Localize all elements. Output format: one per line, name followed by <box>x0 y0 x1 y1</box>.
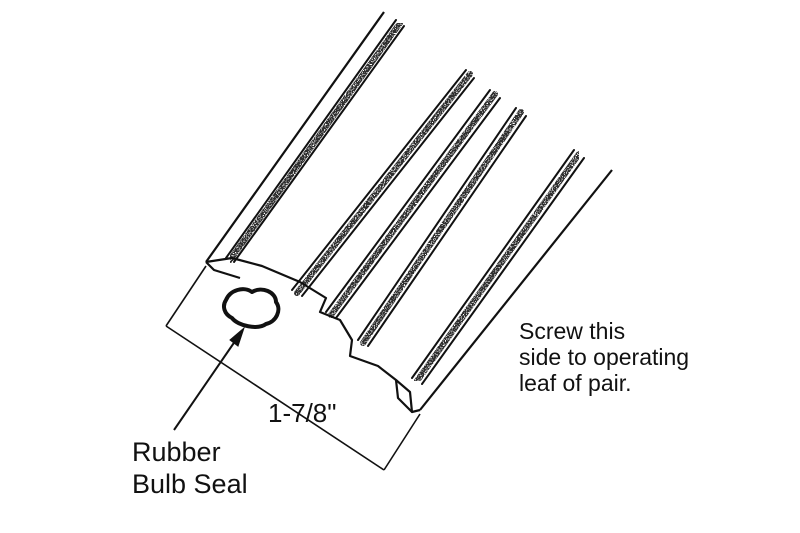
screw-note: Screw this side to operating leaf of pai… <box>519 318 689 396</box>
rubber-bulb-seal <box>222 287 281 329</box>
threshold-body <box>205 11 613 414</box>
seal-callout-line-1: Rubber <box>132 437 221 467</box>
threshold-ribs <box>225 19 585 385</box>
seal-callout-line-2: Bulb Seal <box>132 469 248 499</box>
screw-note-line-3: leaf of pair. <box>519 370 632 396</box>
screw-note-line-2: side to operating <box>519 344 690 370</box>
seal-callout: Rubber Bulb Seal <box>132 436 248 500</box>
callout-arrow <box>173 326 246 431</box>
screw-note-line-1: Screw this <box>519 318 626 344</box>
dimension-lines <box>165 265 421 471</box>
dimension-label: 1-7/8" <box>268 398 337 428</box>
